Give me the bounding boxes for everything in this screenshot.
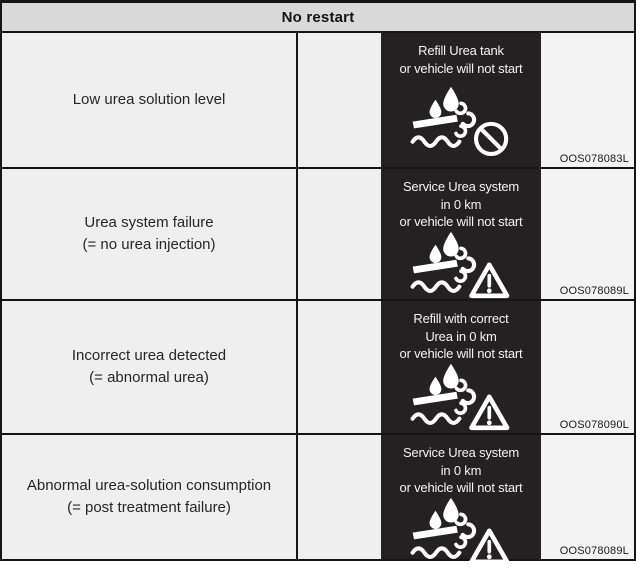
table-row: Urea system failure (= no urea injection… xyxy=(2,167,634,299)
display-message-line: Service Urea system xyxy=(402,445,520,460)
figure-code-area: OOS078089L xyxy=(541,169,634,299)
cluster-display: Refill with correct Urea in 0 km or vehi… xyxy=(381,301,541,433)
urea-service-warning-icon xyxy=(409,497,513,570)
cluster-display: Service Urea system in 0 km or vehicle w… xyxy=(381,169,541,299)
condition-cell: Low urea solution level xyxy=(2,33,298,167)
condition-text: Abnormal urea-solution consumption xyxy=(26,477,272,494)
condition-text: Incorrect urea detected xyxy=(71,347,227,364)
condition-cell: Incorrect urea detected (= abnormal urea… xyxy=(2,301,298,433)
display-icon-area xyxy=(409,86,513,159)
display-message-line: in 0 km xyxy=(440,196,482,212)
figure-code: OOS078083L xyxy=(559,153,629,165)
condition-cell: Abnormal urea-solution consumption (= po… xyxy=(2,435,298,559)
display-message-line: or vehicle will not start xyxy=(399,214,523,229)
display-message-line: or vehicle will not start xyxy=(399,60,523,76)
condition-text: Low urea solution level xyxy=(72,91,226,108)
empty-cell xyxy=(298,435,381,559)
figure-code-area: OOS078090L xyxy=(541,301,634,433)
display-message-line: or vehicle will not start xyxy=(399,346,523,361)
figure-code: OOS078089L xyxy=(559,285,629,297)
empty-cell xyxy=(298,33,381,167)
urea-no-restart-icon xyxy=(409,86,513,159)
display-cell: Refill with correct Urea in 0 km or vehi… xyxy=(381,301,634,433)
display-cell: Service Urea system in 0 km or vehicle w… xyxy=(381,169,634,299)
urea-service-warning-icon xyxy=(409,231,513,304)
table-row: Incorrect urea detected (= abnormal urea… xyxy=(2,299,634,433)
empty-cell xyxy=(298,301,381,433)
display-message-line: Urea in 0 km xyxy=(425,328,497,344)
empty-cell xyxy=(298,169,381,299)
condition-subtext: (= abnormal urea) xyxy=(89,369,209,386)
cluster-display: Refill Urea tank or vehicle will not sta… xyxy=(381,33,541,167)
display-message-line: or vehicle will not start xyxy=(399,480,523,495)
display-message-line: Refill with correct xyxy=(413,311,509,326)
display-message-line: Refill Urea tank xyxy=(418,43,504,58)
display-icon-area xyxy=(409,363,513,436)
display-message-line: Service Urea system xyxy=(402,179,520,194)
display-icon-area xyxy=(409,497,513,570)
table-row: Low urea solution level Refill Urea tank… xyxy=(2,33,634,167)
condition-subtext: (= no urea injection) xyxy=(82,236,216,253)
figure-code-area: OOS078083L xyxy=(541,33,634,167)
condition-text: Urea system failure xyxy=(84,214,214,231)
display-icon-area xyxy=(409,231,513,304)
condition-subtext: (= post treatment failure) xyxy=(67,499,231,516)
figure-code: OOS078089L xyxy=(559,545,629,557)
figure-code-area: OOS078089L xyxy=(541,435,634,559)
table-row: Abnormal urea-solution consumption (= po… xyxy=(2,433,634,559)
display-cell: Refill Urea tank or vehicle will not sta… xyxy=(381,33,634,167)
condition-cell: Urea system failure (= no urea injection… xyxy=(2,169,298,299)
table-title: No restart xyxy=(281,8,355,26)
display-message-line: in 0 km xyxy=(440,462,482,478)
cluster-display: Service Urea system in 0 km or vehicle w… xyxy=(381,435,541,559)
urea-service-warning-icon xyxy=(409,363,513,436)
display-cell: Service Urea system in 0 km or vehicle w… xyxy=(381,435,634,559)
table-header: No restart xyxy=(2,3,634,33)
figure-code: OOS078090L xyxy=(559,419,629,431)
